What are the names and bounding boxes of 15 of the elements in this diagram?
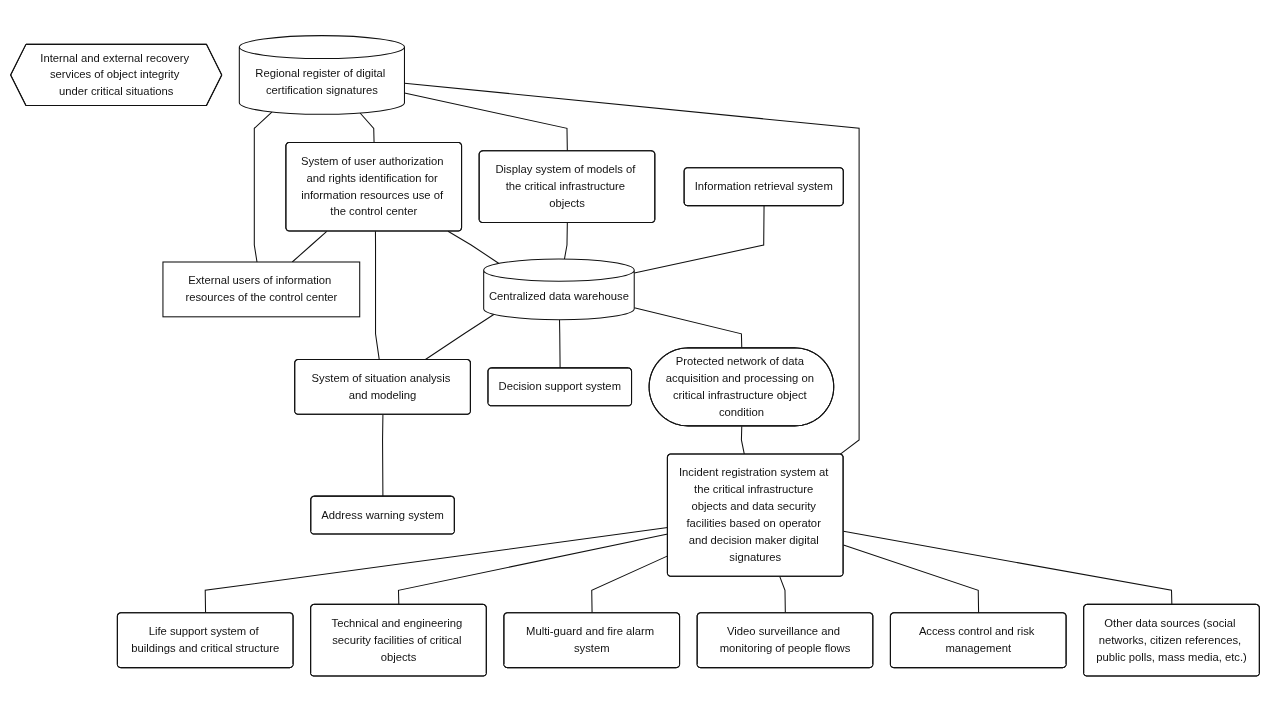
connector [633, 306, 743, 349]
connector [291, 230, 328, 263]
connector [633, 205, 765, 274]
connector [563, 222, 568, 260]
connector [740, 425, 745, 455]
connector [359, 112, 375, 143]
connector [403, 82, 860, 455]
connector [558, 318, 561, 369]
connector [374, 230, 380, 360]
connector [382, 413, 384, 497]
connector [779, 575, 786, 614]
connector [403, 92, 568, 152]
connector [253, 111, 273, 263]
node-box: External users of information resources of the control center [162, 261, 361, 317]
connector [424, 313, 495, 360]
